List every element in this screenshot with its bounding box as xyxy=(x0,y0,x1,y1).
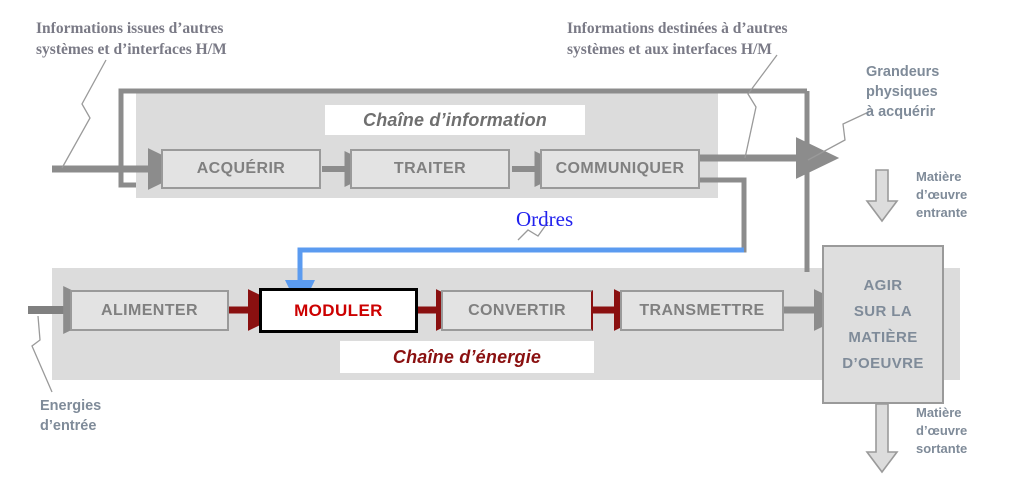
leader-grandeurs xyxy=(807,109,874,161)
caption-energies-dentree: Energies d’entrée xyxy=(40,398,102,434)
leader-energies xyxy=(31,315,53,393)
info-chain-label: Chaîne d’information xyxy=(325,105,585,135)
leader-info-out xyxy=(744,54,778,159)
block-moduler[interactable]: MODULER xyxy=(259,288,418,333)
arrow-matiere-entrante xyxy=(865,169,899,223)
caption-grandeurs-physiques: Grandeurs physiques à acquérir xyxy=(866,64,940,120)
arrow-matiere-sortante xyxy=(865,403,899,474)
agir-line-3: MATIÈRE xyxy=(848,328,918,346)
caption-informations-destinees: Informations destinées à d’autres systèm… xyxy=(567,20,788,58)
block-alimenter[interactable]: ALIMENTER xyxy=(70,290,229,331)
block-agir-sur-la-matiere-doeuvre[interactable]: AGIR SUR LA MATIÈRE D’OEUVRE xyxy=(822,245,944,404)
block-acquerir[interactable]: ACQUÉRIR xyxy=(161,149,321,189)
caption-matiere-sortante: Matière d’œuvre sortante xyxy=(916,405,968,456)
agir-line-4: D’OEUVRE xyxy=(842,354,924,372)
caption-matiere-entrante: Matière d’œuvre entrante xyxy=(916,169,968,220)
energy-chain-label: Chaîne d’énergie xyxy=(340,341,594,373)
block-communiquer[interactable]: COMMUNIQUER xyxy=(540,149,700,189)
block-transmettre[interactable]: TRANSMETTRE xyxy=(620,290,784,331)
caption-informations-issues: Informations issues d’autres systèmes et… xyxy=(36,20,227,58)
block-convertir[interactable]: CONVERTIR xyxy=(441,290,593,331)
block-traiter[interactable]: TRAITER xyxy=(350,149,510,189)
caption-ordres: Ordres xyxy=(516,207,574,231)
agir-line-2: SUR LA xyxy=(853,302,913,320)
leader-info-in xyxy=(61,59,107,169)
agir-line-1: AGIR xyxy=(863,276,903,294)
